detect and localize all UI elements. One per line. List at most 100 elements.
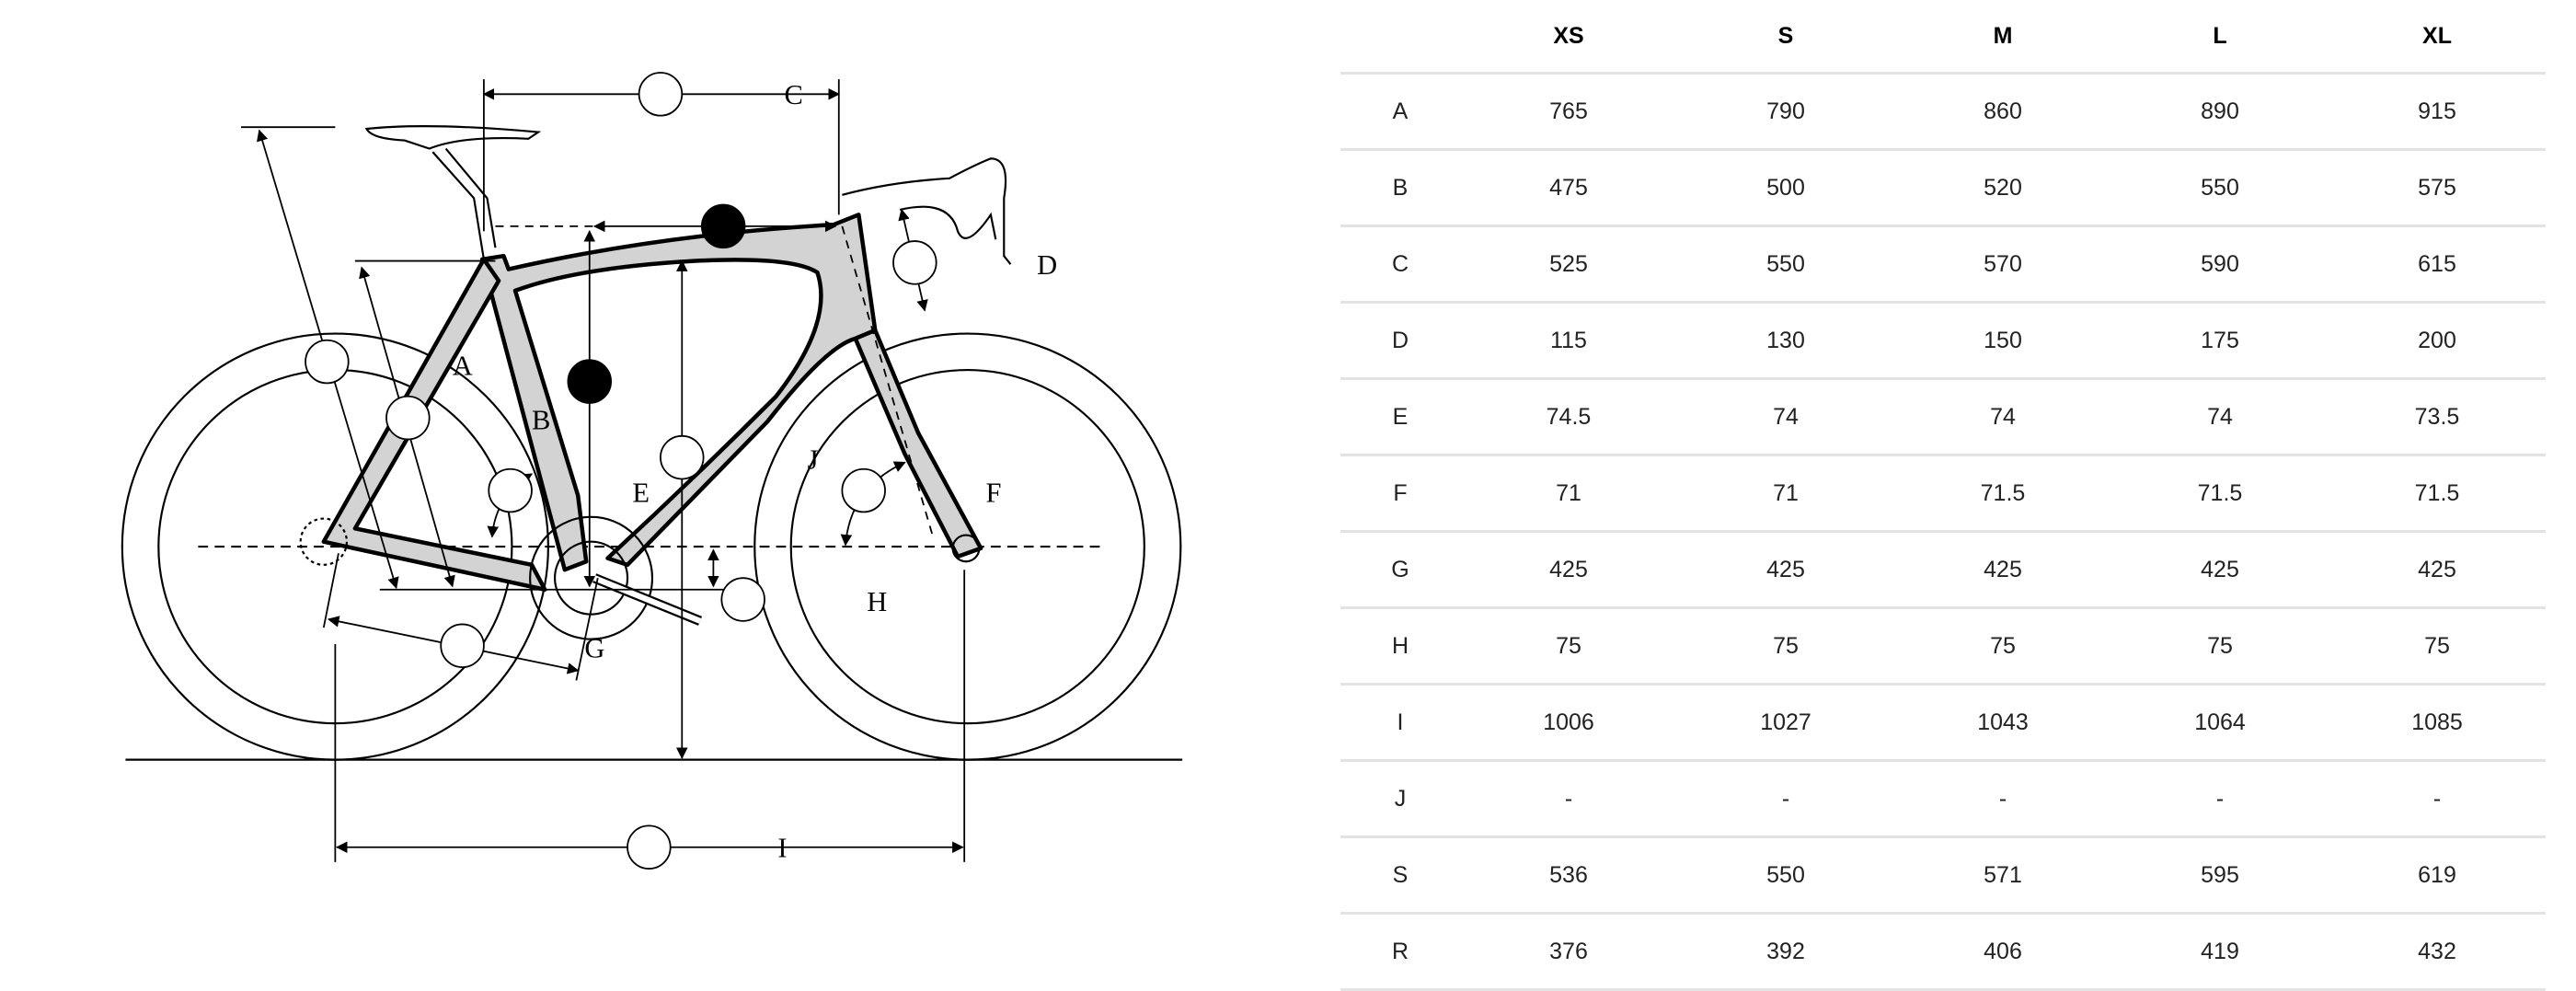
- saddle: [364, 125, 542, 150]
- cell-value: 175: [2201, 327, 2239, 353]
- label-g: G: [584, 632, 604, 663]
- row-label: D: [1391, 327, 1409, 353]
- table-row: J-----: [1340, 761, 2546, 837]
- row-label: I: [1397, 709, 1404, 735]
- cell-value: 75: [1990, 632, 2016, 659]
- seatpost: [431, 147, 497, 259]
- cell-value: 571: [1984, 861, 2022, 888]
- row-label: H: [1391, 632, 1409, 659]
- row-label: A: [1392, 98, 1409, 124]
- label-f: F: [986, 478, 1002, 509]
- cell-value: 500: [1766, 174, 1805, 201]
- cell-value: 575: [2418, 174, 2456, 201]
- label-e: E: [632, 478, 650, 509]
- cell-value: 475: [1549, 174, 1588, 201]
- cell-value: 570: [1984, 250, 2022, 277]
- cell-value: 74: [2207, 403, 2233, 430]
- cell-value: 425: [1549, 556, 1588, 582]
- row-label: G: [1391, 556, 1409, 582]
- cell-value: 860: [1984, 98, 2022, 124]
- cell-value: 425: [2418, 556, 2456, 582]
- row-label: E: [1392, 403, 1409, 430]
- row-label: B: [1392, 174, 1409, 201]
- cell-value: 1085: [2411, 709, 2463, 735]
- row-label: F: [1393, 479, 1408, 506]
- cell-value: -: [2432, 785, 2442, 812]
- cell-value: 71.5: [1980, 479, 2026, 506]
- cell-value: 425: [2201, 556, 2239, 582]
- cell-value: -: [1781, 785, 1790, 812]
- cell-value: -: [1564, 785, 1573, 812]
- label-a: A: [453, 350, 473, 381]
- table-row: G 425 425 425 425 425: [1340, 532, 2546, 608]
- cell-value: 615: [2418, 250, 2456, 277]
- table-row: E 74.5 74 74 74 73.5: [1340, 379, 2546, 455]
- row-label: R: [1391, 938, 1409, 964]
- cell-value: 74: [1773, 403, 1799, 430]
- cell-value: 75: [2424, 632, 2450, 659]
- cell-value: 71: [1556, 479, 1581, 506]
- cell-value: 790: [1766, 98, 1805, 124]
- cell-value: 915: [2418, 98, 2456, 124]
- cell-value: 590: [2201, 250, 2239, 277]
- cell-value: 520: [1984, 174, 2022, 201]
- cell-value: 595: [2201, 861, 2239, 888]
- header-size-m: M: [1993, 22, 2013, 49]
- header-size-xs: XS: [1553, 22, 1584, 49]
- bike-geometry-diagram: A B C D E F G H I J: [121, 72, 1183, 870]
- cell-value: 71.5: [2197, 479, 2243, 506]
- label-h: H: [867, 586, 887, 617]
- cell-value: 425: [1984, 556, 2022, 582]
- cell-value: 890: [2201, 98, 2239, 124]
- row-label: S: [1392, 861, 1409, 888]
- cell-value: 71: [1773, 479, 1799, 506]
- cell-value: 75: [1773, 632, 1799, 659]
- cell-value: -: [1998, 785, 2007, 812]
- cell-value: 130: [1766, 327, 1805, 353]
- header-size-xl: XL: [2422, 22, 2452, 49]
- label-i: I: [777, 833, 787, 864]
- cell-value: 150: [1984, 327, 2022, 353]
- cell-value: 73.5: [2414, 403, 2460, 430]
- handlebar: [842, 157, 1012, 265]
- cell-value: 1043: [1977, 709, 2029, 735]
- cell-value: 75: [1556, 632, 1581, 659]
- cell-value: 392: [1766, 938, 1805, 964]
- cell-value: 425: [1766, 556, 1805, 582]
- cell-value: 525: [1549, 250, 1588, 277]
- front-wheel: [753, 332, 1182, 761]
- cell-value: 550: [1766, 861, 1805, 888]
- dimension-labels: A B C D E F G H I J: [453, 79, 1057, 863]
- cell-value: 1027: [1760, 709, 1811, 735]
- table-header-row: XS S M L XL: [1340, 0, 2546, 74]
- row-label: J: [1394, 785, 1407, 812]
- cell-value: 419: [2201, 938, 2239, 964]
- table-row: R 376 392 406 419 432: [1340, 914, 2546, 990]
- measurement-markers: [305, 72, 937, 870]
- cell-value: 74.5: [1546, 403, 1592, 430]
- cell-value: 1064: [2194, 709, 2246, 735]
- label-c: C: [785, 79, 803, 110]
- cell-value: -: [2215, 785, 2225, 812]
- label-j: J: [808, 444, 819, 476]
- cell-value: 432: [2418, 938, 2456, 964]
- cell-value: 74: [1990, 403, 2016, 430]
- chainring: [529, 515, 654, 640]
- cell-value: 406: [1984, 938, 2022, 964]
- front-hub: [951, 534, 981, 563]
- cell-value: 619: [2418, 861, 2456, 888]
- cell-value: 765: [1549, 98, 1588, 124]
- header-size-s: S: [1777, 22, 1794, 49]
- label-d: D: [1037, 249, 1057, 281]
- cell-value: 376: [1549, 938, 1588, 964]
- table-row: A 765 790 860 890 915: [1340, 74, 2546, 150]
- header-blank: [1340, 0, 1460, 74]
- row-label: C: [1391, 250, 1409, 277]
